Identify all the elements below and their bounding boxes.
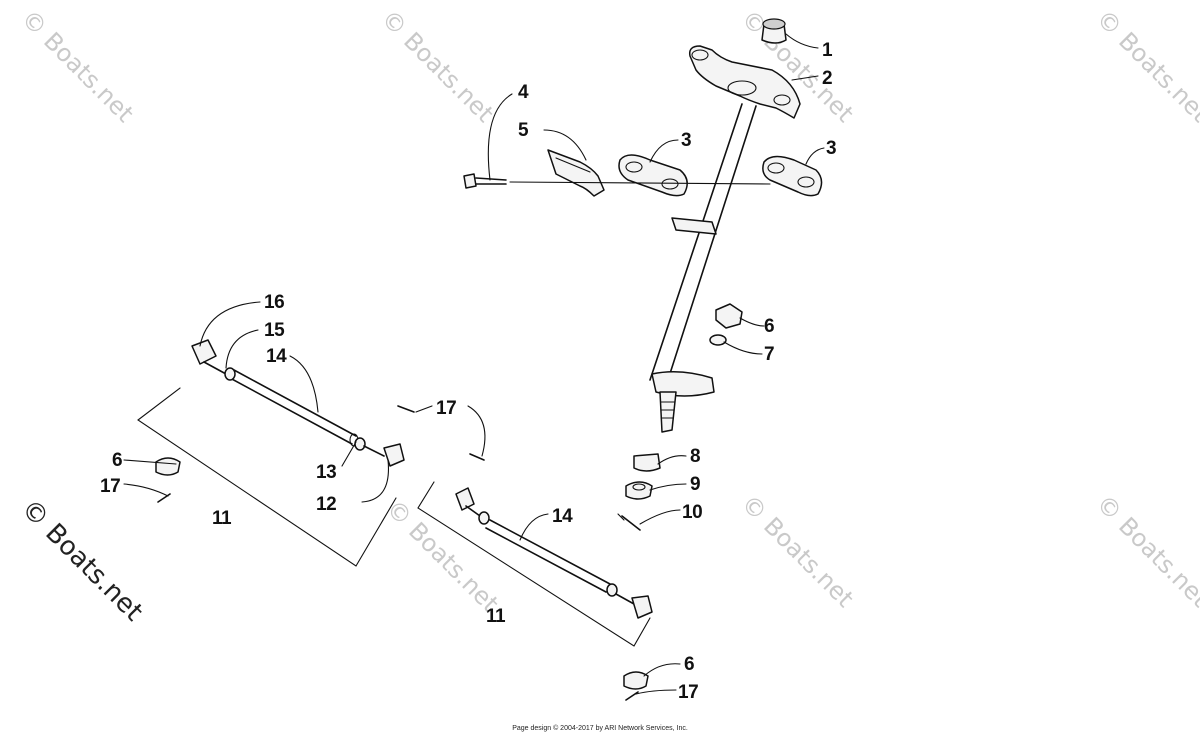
callout-3: 3 — [681, 130, 691, 151]
page-footer: Page design © 2004-2017 by ARI Network S… — [512, 725, 688, 732]
bolt-shank — [475, 177, 507, 185]
callout-14: 14 — [266, 346, 287, 367]
tie-rod-left — [137, 339, 405, 567]
cotter-pin-bottom — [625, 691, 639, 701]
callout-2: 2 — [822, 68, 832, 89]
bolt — [463, 173, 477, 189]
watermark-primary: © Boats.net — [15, 494, 148, 627]
jam-nut-left — [224, 367, 236, 381]
watermark: © Boats.net — [1091, 489, 1200, 612]
alignment-line — [509, 181, 771, 185]
callout-17: 17 — [678, 682, 698, 703]
nut-part-6 — [715, 303, 743, 329]
watermark: © Boats.net — [16, 4, 139, 127]
callout-1: 1 — [822, 40, 833, 61]
washer-part-7 — [709, 334, 727, 346]
callout-12: 12 — [316, 494, 336, 515]
cotter-pin-middle-1 — [397, 405, 415, 413]
handlebar-mount-plate — [688, 45, 801, 119]
callout-15: 15 — [264, 320, 285, 341]
callout-6: 6 — [112, 450, 122, 471]
cotter-pin-middle-2 — [469, 453, 485, 461]
tie-rod-hardware — [155, 405, 649, 701]
callout-7: 7 — [764, 344, 774, 365]
jam-nut-left — [478, 511, 490, 525]
callout-11: 11 — [212, 508, 232, 529]
bearing-part-8 — [633, 453, 661, 472]
tie-rod-end-left — [191, 339, 217, 365]
watermark: © Boats.net — [736, 489, 859, 612]
nut-part-6-bottom — [623, 671, 649, 690]
tie-rod-right — [417, 481, 653, 647]
jam-nut-right — [606, 583, 618, 597]
clamp-block-left — [618, 154, 688, 197]
assembly-bracket — [417, 481, 651, 647]
watermark-group: © Boats.net © Boats.net © Boats.net © Bo… — [15, 4, 1200, 627]
bolt-and-bracket — [463, 149, 771, 197]
tie-rod-tube — [229, 369, 357, 445]
callout-6: 6 — [764, 316, 774, 337]
leader-lines — [123, 33, 825, 695]
lower-hardware — [617, 303, 743, 531]
steering-post-assembly — [649, 18, 801, 433]
nut-part-6-left — [155, 457, 181, 476]
spline-end — [659, 391, 677, 433]
callout-6: 6 — [684, 654, 694, 675]
tie-rod-end-left — [455, 487, 475, 511]
assembly-bracket — [137, 387, 397, 567]
cotter-pin-part-10 — [621, 515, 641, 531]
callout-16: 16 — [264, 292, 284, 313]
jam-nut-right — [354, 437, 366, 451]
clamp-block-right — [762, 155, 823, 197]
mount-bracket — [547, 149, 605, 197]
callout-9: 9 — [690, 474, 700, 495]
callout-13: 13 — [316, 462, 336, 483]
tie-rod-end-right — [631, 595, 653, 619]
tie-rod-end-right — [383, 443, 405, 467]
callout-3: 3 — [826, 138, 836, 159]
callout-8: 8 — [690, 446, 700, 467]
callout-17: 17 — [436, 398, 456, 419]
watermark: © Boats.net — [1091, 4, 1200, 127]
callout-4: 4 — [518, 82, 529, 103]
callout-17: 17 — [100, 476, 120, 497]
shaft-bracket — [671, 217, 717, 235]
handlebar-clamps — [618, 154, 823, 197]
callout-11: 11 — [486, 606, 506, 627]
callout-14: 14 — [552, 506, 573, 527]
callout-10: 10 — [682, 502, 702, 523]
cotter-pin-left — [157, 493, 171, 503]
watermark: © Boats.net — [376, 4, 499, 127]
callout-5: 5 — [518, 120, 529, 141]
callout-numbers: 1 2 3 3 4 5 6 7 8 9 10 16 15 14 17 13 12… — [100, 40, 837, 703]
tie-rod-tube — [485, 519, 611, 593]
